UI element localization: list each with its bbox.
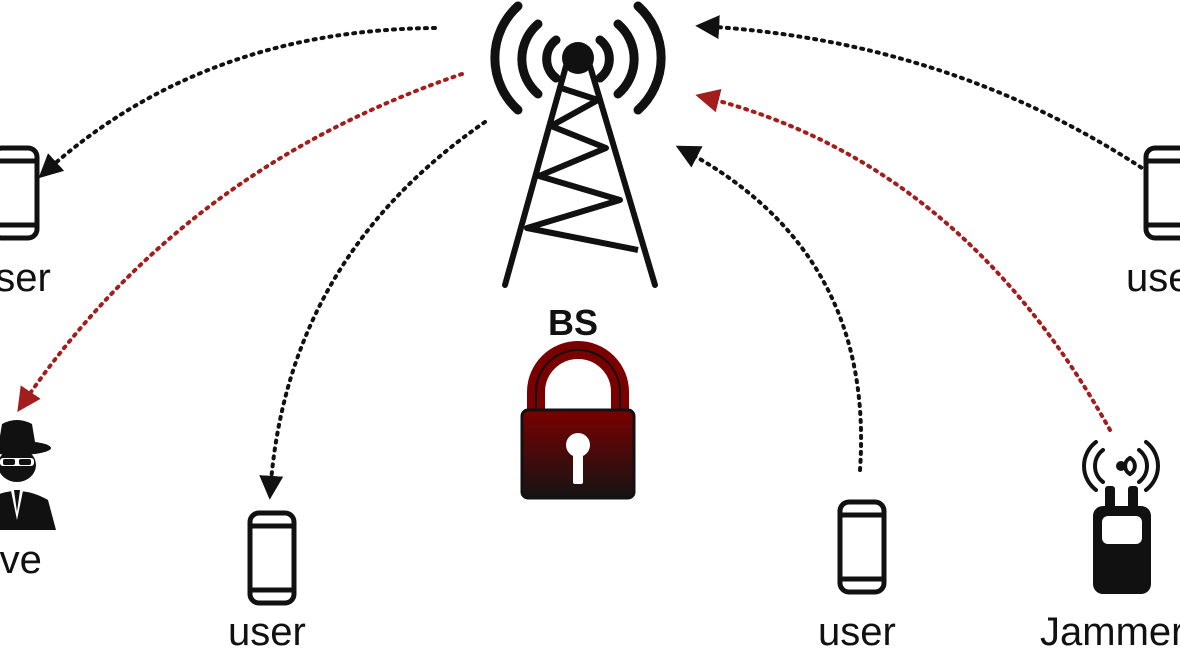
smartphone-icon bbox=[250, 513, 294, 603]
smartphone-icon bbox=[840, 502, 884, 592]
link-bs-to-eve bbox=[17, 72, 464, 412]
link-jammer-to-bs bbox=[695, 88, 1112, 432]
jammer-label: Jammer bbox=[1040, 610, 1180, 654]
smartphone-icon bbox=[0, 148, 37, 238]
smartphone-icon bbox=[1146, 148, 1180, 238]
user-bottom-left-label: user bbox=[228, 610, 306, 654]
link-user-top-right-to-bs bbox=[695, 15, 1150, 174]
padlock-icon bbox=[520, 341, 636, 500]
link-bs-to-user-top-left bbox=[38, 26, 437, 179]
link-bs-to-user-bottom-left bbox=[259, 120, 487, 500]
eve-label: Eve bbox=[0, 538, 42, 582]
link-user-bottom-right-to-bs bbox=[675, 145, 863, 472]
base-station-label: BS bbox=[548, 302, 599, 343]
user-bottom-right-label: user bbox=[818, 610, 896, 654]
spy-icon bbox=[0, 420, 56, 530]
user-top-left-label: user bbox=[0, 256, 51, 300]
jammer-device-icon bbox=[1082, 440, 1160, 594]
cell-tower-icon bbox=[490, 1, 666, 288]
user-top-right-label: user bbox=[1126, 256, 1180, 300]
